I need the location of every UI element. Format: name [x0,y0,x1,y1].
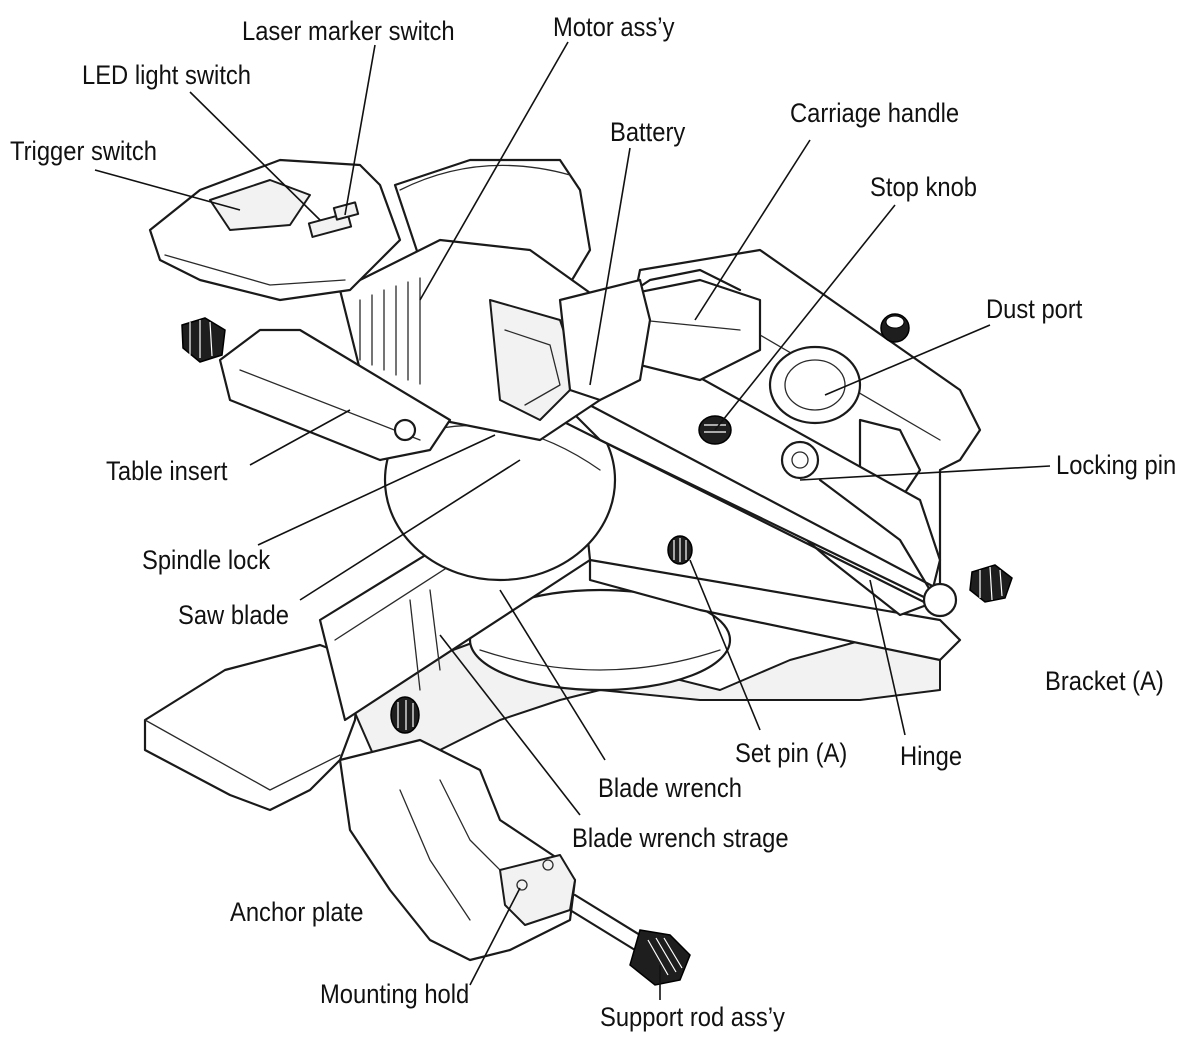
label-battery: Battery [610,117,686,147]
blade-guard-line [399,164,571,191]
label-blade-wrench: Blade wrench [598,773,742,803]
motor-end-cap [489,299,581,421]
leader-blade-wrench-strage [439,634,581,816]
leader-stop-knob [714,204,896,431]
leader-saw-blade [299,459,521,601]
leader-battery [589,147,631,386]
label-table-insert: Table insert [106,456,228,486]
label-carriage-handle: Carriage handle [790,98,960,128]
hinge-arm [818,478,932,592]
label-blade-wrench-strage: Blade wrench strage [572,823,789,853]
mounting-hole-2 [542,859,554,871]
label-support-rod-assy: Support rod ass’y [600,1002,785,1032]
leader-hinge [869,579,906,736]
label-set-pin-a: Set pin (A) [735,738,848,768]
dust-port-inner [784,359,846,411]
set-pin-knob [667,535,693,565]
leader-led-light [189,91,321,221]
hinge-pivot [922,582,958,618]
locking-pin [780,440,820,480]
turntable-scale [479,649,721,671]
leader-carriage-handle [694,139,811,321]
label-trigger-switch: Trigger switch [10,136,158,166]
carriage-handle-line [639,319,741,331]
left-extension-table [143,643,362,812]
leader-mounting-hold [469,887,521,986]
label-mounting-hold: Mounting hold [320,979,470,1009]
leader-locking-pin [799,465,1051,481]
rail-line-2 [578,398,942,592]
leader-spindle-lock [257,434,496,546]
label-led-light-switch: LED light switch [82,60,252,90]
trigger-switch-shape [209,179,311,231]
support-rod-lower [568,908,637,952]
turntable [468,588,732,692]
fence-slot-2 [429,589,441,671]
top-right-knob [880,313,910,343]
label-bracket-a: Bracket (A) [1045,666,1164,696]
label-stop-knob: Stop knob [870,172,978,202]
rail-line-1 [558,418,942,612]
leader-laser-marker [344,44,376,216]
label-dust-port: Dust port [986,294,1083,324]
bracket-a-knob [969,564,1013,603]
handle-housing [148,158,402,302]
locking-pin-inner [791,451,809,469]
label-hinge: Hinge [900,741,963,771]
label-anchor-plate: Anchor plate [230,897,364,927]
leader-lines [94,41,1051,1000]
label-laser-marker-switch: Laser marker switch [242,16,455,46]
table-insert-strip [218,328,452,462]
leader-dust-port [824,324,991,396]
leader-set-pin [689,559,761,731]
mounting-hole [516,879,528,891]
fence-right [588,558,962,662]
label-locking-pin: Locking pin [1056,450,1177,480]
fence-slot [409,599,421,691]
bevel-lock-knob [390,696,420,734]
handle-edge [164,254,346,286]
table-insert-line [239,369,421,441]
left-knob [181,317,226,363]
leader-table-insert [249,409,351,466]
support-rod-knob [629,929,691,986]
dust-port [768,345,862,425]
motor-vents [359,277,421,385]
leader-trigger [94,169,241,211]
support-rod-upper [573,893,642,937]
front-arm-rib [399,789,471,921]
label-spindle-lock: Spindle lock [142,545,271,575]
spindle-lock-button [393,418,417,442]
leader-motor [419,41,569,301]
front-arm [338,738,577,962]
label-motor-assy: Motor ass’y [553,12,675,42]
left-extension-edge [144,719,341,791]
motor-end-detail [504,329,561,406]
battery-pack [558,278,652,402]
leader-blade-wrench [499,589,606,761]
label-saw-blade: Saw blade [178,600,289,630]
